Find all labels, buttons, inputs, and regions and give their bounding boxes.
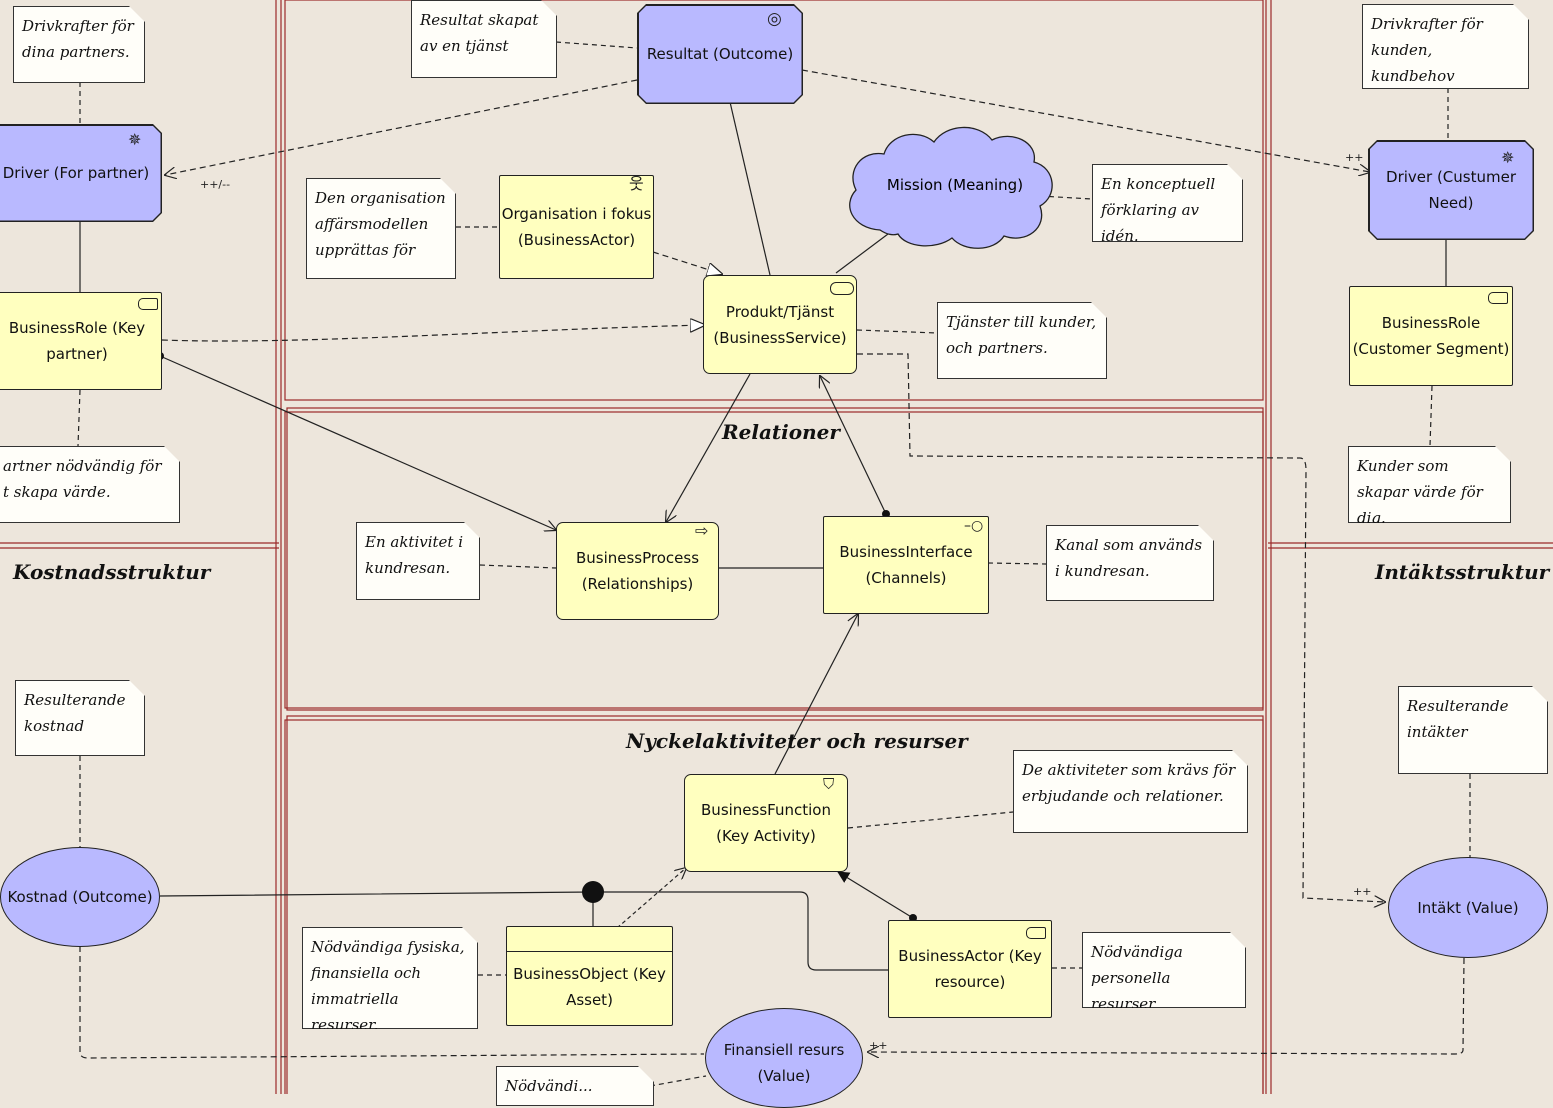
note-tjanster[interactable]: Tjänster till kunder, och partners. — [937, 302, 1107, 379]
organisation-actor-node[interactable]: Organisation i fokus (BusinessActor) — [499, 175, 654, 279]
note-resulterande-kostnad[interactable]: Resulterande kostnad — [15, 680, 145, 756]
actor-resource-node[interactable]: BusinessActor (Key resource) — [888, 920, 1052, 1018]
influence-label: ++ — [1353, 885, 1372, 898]
note-drivkrafter-partners[interactable]: Drivkrafter för dina partners. — [13, 6, 145, 83]
note-partner-nodvandig[interactable]: artner nödvändig för t skapa värde. — [0, 446, 180, 523]
note-kanal[interactable]: Kanal som används i kundresan. — [1046, 525, 1214, 601]
driver-icon: ✵ — [1501, 148, 1515, 167]
kostnad-node[interactable]: Kostnad (Outcome) — [0, 847, 160, 947]
influence-label: ++ — [869, 1039, 888, 1052]
driver-partner-label: Driver (For partner) — [2, 164, 150, 182]
function-node[interactable]: BusinessFunction (Key Activity) — [684, 774, 848, 872]
role-icon — [1026, 927, 1046, 939]
note-konceptuell[interactable]: En konceptuell förklaring av idén. — [1092, 164, 1243, 242]
role-customer-label: BusinessRole (Customer Segment) — [1352, 314, 1510, 358]
function-label: BusinessFunction (Key Activity) — [701, 801, 831, 845]
section-title-intakt: Intäktsstruktur — [1375, 560, 1550, 584]
business-object-node[interactable]: BusinessObject (Key Asset) — [506, 926, 673, 1026]
kostnad-label: Kostnad (Outcome) — [7, 888, 153, 906]
driver-customer-node[interactable]: Driver (Custumer Need) — [1368, 140, 1534, 240]
actor-icon: 웃 — [629, 174, 644, 193]
note-bottom-partial[interactable]: Nödvändi... — [496, 1066, 654, 1106]
finansiell-node[interactable]: Finansiell resurs (Value) — [705, 1008, 863, 1108]
note-drivkrafter-kund[interactable]: Drivkrafter för kunden, kundbehov — [1362, 4, 1529, 89]
function-icon: ⛉ — [823, 775, 835, 793]
note-fysiska[interactable]: Nödvändiga fysiska, finansiella och imma… — [302, 927, 478, 1029]
produkt-label: Produkt/Tjänst (BusinessService) — [713, 302, 847, 347]
note-resulterande-intakter[interactable]: Resulterande intäkter — [1398, 686, 1548, 774]
section-title-kostnad: Kostnadsstruktur — [13, 560, 211, 584]
note-resultat-skapat[interactable]: Resultat skapat av en tjänst — [411, 0, 557, 78]
role-partner-node[interactable]: BusinessRole (Key partner) — [0, 292, 162, 390]
intakt-label: Intäkt (Value) — [1417, 898, 1519, 917]
process-icon: ⇨ — [695, 521, 709, 540]
object-divider — [507, 951, 672, 952]
driver-icon: ✵ — [128, 130, 142, 149]
section-title-relationer: Relationer — [722, 420, 840, 444]
mission-label[interactable]: Mission (Meaning) — [886, 176, 1024, 194]
interface-node[interactable]: BusinessInterface (Channels) — [823, 516, 989, 614]
interface-icon: –○ — [964, 518, 984, 534]
process-label: BusinessProcess (Relationships) — [575, 549, 700, 593]
organisation-label: Organisation i fokus (BusinessActor) — [501, 205, 652, 249]
role-partner-label: BusinessRole (Key partner) — [8, 319, 146, 363]
process-node[interactable]: BusinessProcess (Relationships) — [556, 522, 719, 620]
actor-resource-label: BusinessActor (Key resource) — [898, 947, 1042, 991]
influence-label: ++ — [1345, 151, 1364, 164]
note-aktiviteter-kravs[interactable]: De aktiviteter som krävs för erbjudande … — [1013, 750, 1248, 833]
driver-partner-node[interactable]: Driver (For partner) — [0, 124, 162, 222]
object-label: BusinessObject (Key Asset) — [513, 965, 666, 1009]
mission-cloud — [849, 126, 1053, 249]
section-title-nyckel: Nyckelaktiviteter och resurser — [626, 729, 968, 753]
junction-dot — [582, 881, 604, 903]
role-icon — [138, 298, 158, 310]
interface-label: BusinessInterface (Channels) — [839, 543, 973, 587]
driver-customer-label: Driver (Custumer Need) — [1386, 168, 1516, 212]
note-aktivitet[interactable]: En aktivitet i kundresan. — [356, 522, 480, 600]
resultat-outcome-node[interactable]: Resultat (Outcome) — [637, 4, 803, 104]
influence-label: ++/-- — [200, 178, 231, 191]
role-icon — [1488, 292, 1508, 304]
note-personella[interactable]: Nödvändiga personella resurser — [1082, 932, 1246, 1008]
connectors — [77, 41, 1471, 1087]
note-organisation[interactable]: Den organisation affärsmodellen upprätta… — [306, 178, 456, 279]
finansiell-label: Finansiell resurs (Value) — [723, 1041, 845, 1085]
outcome-icon: ◎ — [767, 9, 782, 29]
role-customer-node[interactable]: BusinessRole (Customer Segment) — [1349, 286, 1513, 386]
service-icon — [830, 282, 854, 295]
intakt-node[interactable]: Intäkt (Value) — [1388, 857, 1548, 958]
resultat-label: Resultat (Outcome) — [646, 45, 794, 63]
note-kunder-skapar[interactable]: Kunder som skapar värde för dig. — [1348, 446, 1511, 523]
